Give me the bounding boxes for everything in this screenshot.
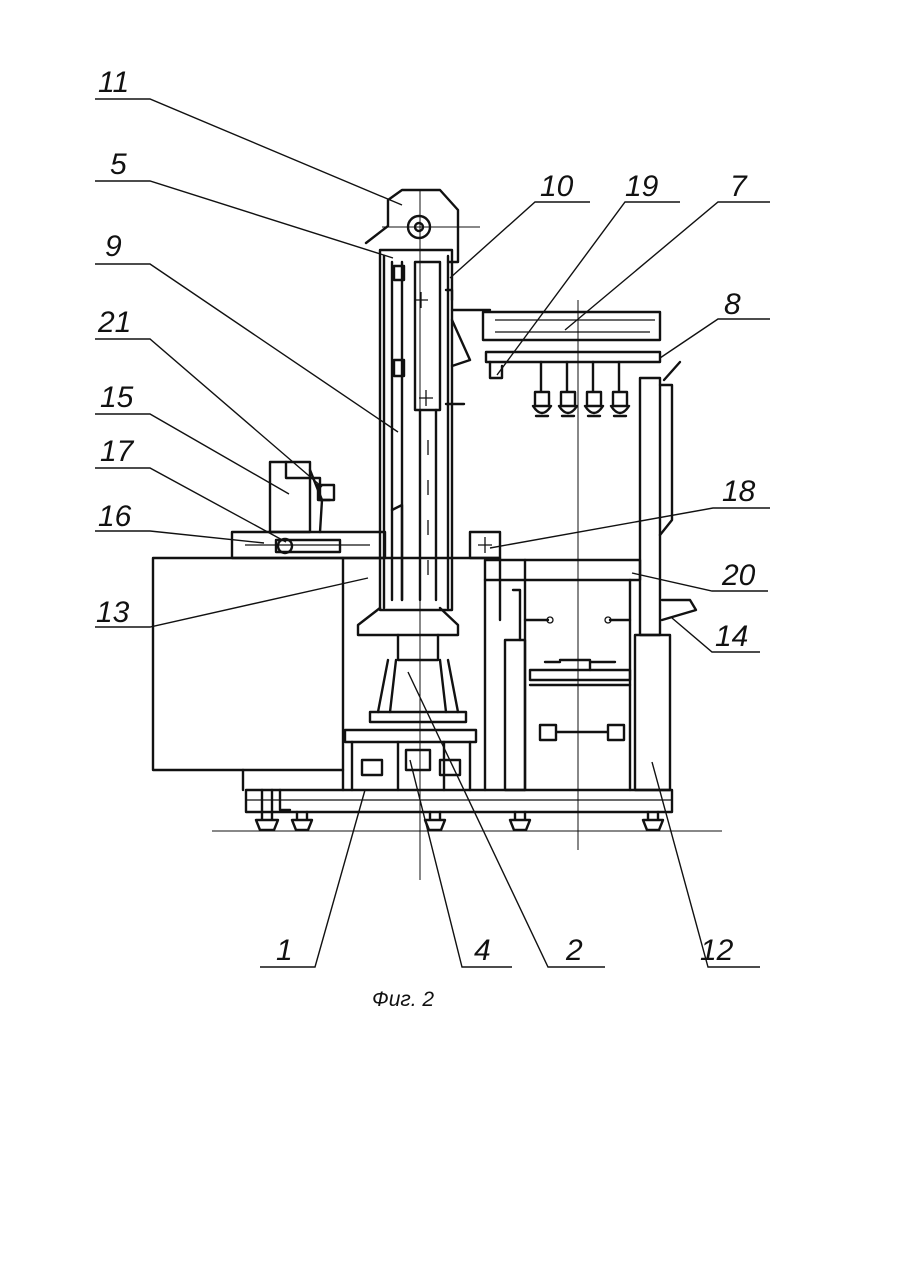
figure-caption: Фиг. 2 — [372, 988, 434, 1011]
label-11: 11 — [98, 66, 129, 99]
callout-20: 20 — [632, 559, 768, 592]
label-4: 4 — [474, 934, 491, 967]
gripper-row — [533, 362, 629, 416]
column — [366, 190, 490, 610]
axis-lines — [212, 190, 722, 880]
callout-16: 16 — [95, 500, 264, 543]
callout-13: 13 — [95, 578, 368, 629]
label-1: 1 — [276, 934, 293, 967]
callout-8: 8 — [660, 288, 770, 358]
label-21: 21 — [97, 306, 131, 339]
callout-18: 18 — [490, 475, 770, 548]
label-5: 5 — [110, 148, 127, 181]
label-2: 2 — [565, 934, 583, 967]
label-17: 17 — [100, 435, 135, 468]
label-18: 18 — [722, 475, 756, 508]
callout-19: 19 — [497, 170, 680, 375]
callout-10: 10 — [450, 170, 590, 278]
inner-chamber — [485, 560, 640, 790]
callout-14: 14 — [672, 618, 760, 653]
label-14: 14 — [715, 620, 748, 653]
label-16: 16 — [98, 500, 132, 533]
label-7: 7 — [730, 170, 748, 203]
callout-1: 1 — [260, 790, 365, 967]
label-20: 20 — [721, 559, 756, 592]
label-13: 13 — [96, 596, 130, 629]
callout-12: 12 — [652, 762, 760, 967]
base-frame — [246, 790, 672, 830]
callout-11: 11 — [95, 66, 402, 205]
label-8: 8 — [724, 288, 741, 321]
top-arm — [483, 312, 660, 416]
callout-9: 9 — [95, 230, 398, 432]
callout-5: 5 — [95, 148, 393, 258]
upper-unit — [245, 462, 500, 558]
label-12: 12 — [700, 934, 734, 967]
feet — [256, 790, 663, 830]
label-9: 9 — [105, 230, 122, 263]
label-19: 19 — [625, 170, 659, 203]
label-15: 15 — [100, 381, 134, 414]
label-10: 10 — [540, 170, 574, 203]
